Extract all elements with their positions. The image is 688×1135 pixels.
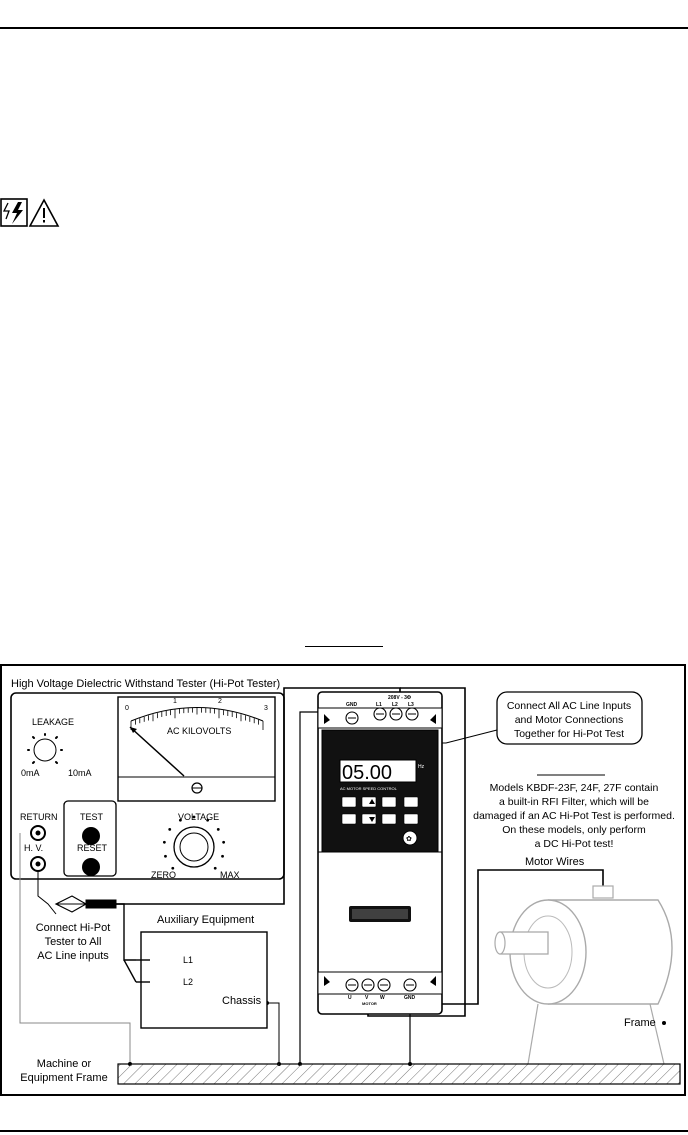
drive-w: W bbox=[380, 995, 385, 1001]
note-line-2: a built-in RFI Filter, which will be bbox=[499, 796, 649, 808]
test-button bbox=[82, 827, 100, 845]
drive-line-header: 208V - 3Φ bbox=[388, 695, 411, 701]
aux-chassis: Chassis bbox=[222, 995, 262, 1007]
connect-line-2: Tester to All bbox=[45, 936, 102, 948]
ac-drive: GND 208V - 3Φ L1 L2 L3 05.00 Hz AC MOTOR… bbox=[317, 691, 443, 1015]
leakage-min: 0mA bbox=[21, 768, 40, 778]
motor: Motor Wires Frame bbox=[494, 856, 673, 1065]
drive-brand-plate bbox=[349, 906, 411, 922]
kb-logo-icon: ✿ bbox=[406, 836, 412, 843]
reset-button bbox=[82, 858, 100, 876]
voltage-label: VOLTAGE bbox=[178, 812, 219, 822]
leakage-label: LEAKAGE bbox=[32, 717, 74, 727]
zero-label: ZERO bbox=[151, 870, 176, 880]
drive-gnd-bottom: GND bbox=[404, 995, 416, 1001]
note-line-4: On these models, only perform bbox=[502, 824, 646, 836]
machine-line-2: Equipment Frame bbox=[20, 1072, 107, 1084]
connect-line-3: AC Line inputs bbox=[37, 950, 109, 962]
figure-caption-underline bbox=[305, 646, 383, 647]
meter-needle bbox=[129, 726, 185, 777]
electric-shock-icon bbox=[0, 198, 28, 227]
diagram-border bbox=[0, 664, 686, 1096]
callout-box bbox=[496, 691, 643, 745]
hv-label: H. V. bbox=[24, 843, 43, 853]
auxiliary-equipment: Auxiliary Equipment L1 L2 Chassis bbox=[136, 914, 268, 1029]
meter-scale-0: 0 bbox=[125, 705, 129, 712]
drive-l3: L3 bbox=[408, 702, 414, 708]
machine-frame-bar bbox=[117, 1063, 681, 1085]
drive-v: V bbox=[365, 995, 369, 1001]
meter-scale-1: 1 bbox=[173, 698, 177, 705]
aux-l2: L2 bbox=[183, 977, 193, 987]
note-line-3: damaged if an AC Hi-Pot Test is performe… bbox=[473, 810, 675, 822]
callout-line-3: Together for Hi-Pot Test bbox=[514, 728, 624, 740]
frame-label: Frame bbox=[624, 1017, 656, 1029]
note-line-5: a DC Hi-Pot test! bbox=[535, 838, 614, 850]
drive-display-value: 05.00 bbox=[342, 762, 392, 784]
kilovolt-meter: 0 1 2 3 AC KILOVOLTS bbox=[117, 696, 276, 802]
drive-panel-caption: AC MOTOR SPEED CONTROL bbox=[340, 786, 398, 791]
drive-motor-caption: MOTOR bbox=[362, 1001, 377, 1006]
meter-scale-2: 2 bbox=[218, 698, 222, 705]
callout-line-2: and Motor Connections bbox=[515, 714, 624, 726]
return-label: RETURN bbox=[20, 812, 58, 822]
note-line-1: Models KBDF-23F, 24F, 27F contain bbox=[490, 782, 659, 794]
machine-line-1: Machine or bbox=[37, 1058, 92, 1070]
bottom-rule bbox=[0, 1130, 688, 1132]
connect-line-1: Connect Hi-Pot bbox=[36, 922, 111, 934]
leakage-max: 10mA bbox=[68, 768, 92, 778]
max-label: MAX bbox=[220, 870, 240, 880]
drive-display-unit: Hz bbox=[418, 764, 425, 770]
drive-gnd-top: GND bbox=[346, 702, 358, 708]
button-panel bbox=[63, 800, 117, 877]
reset-label: RESET bbox=[77, 843, 108, 853]
callout-line-1: Connect All AC Line Inputs bbox=[507, 700, 631, 712]
leakage-knob bbox=[27, 733, 63, 764]
meter-scale-3: 3 bbox=[264, 705, 268, 712]
caution-triangle-icon bbox=[28, 198, 60, 227]
meter-label: AC KILOVOLTS bbox=[167, 726, 231, 736]
warning-icons bbox=[0, 198, 60, 227]
tester-title: High Voltage Dielectric Withstand Tester… bbox=[11, 678, 280, 690]
top-rule bbox=[0, 27, 688, 29]
drive-l1: L1 bbox=[376, 702, 382, 708]
motor-wires-label: Motor Wires bbox=[525, 856, 585, 868]
voltage-knob bbox=[162, 815, 226, 870]
aux-title: Auxiliary Equipment bbox=[157, 914, 254, 926]
hipot-tester: High Voltage Dielectric Withstand Tester… bbox=[10, 678, 285, 880]
drive-u: U bbox=[348, 995, 352, 1001]
test-label: TEST bbox=[80, 812, 104, 822]
aux-l1: L1 bbox=[183, 955, 193, 965]
hipot-test-diagram: High Voltage Dielectric Withstand Tester… bbox=[0, 664, 686, 1096]
drive-l2: L2 bbox=[392, 702, 398, 708]
